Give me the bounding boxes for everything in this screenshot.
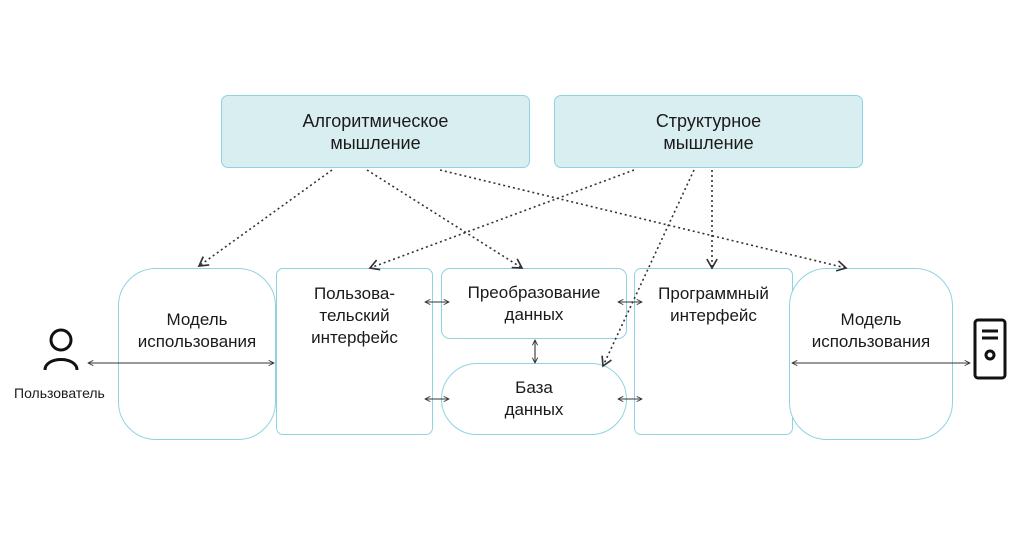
link-alg-to-data-transform — [366, 169, 524, 269]
link-alg-to-usage-left — [197, 169, 333, 267]
usage-model-left-box: Модель использования — [118, 268, 276, 440]
data-transformation-box: Преобразование данных — [441, 268, 627, 339]
program-interface-box: Программный интерфейс — [634, 268, 793, 435]
usage-model-right-box: Модель использования — [789, 268, 953, 440]
user-caption: Пользователь — [14, 385, 105, 401]
structural-thinking-box: Структурное мышление — [554, 95, 863, 168]
person-icon — [43, 328, 79, 371]
server-icon — [973, 318, 1007, 380]
link-struct-to-user-interface — [368, 169, 635, 271]
algorithmic-thinking-box: Алгоритмическое мышление — [221, 95, 530, 168]
database-box: База данных — [441, 363, 627, 435]
user-interface-box: Пользова- тельский интерфейс — [276, 268, 433, 435]
link-alg-to-usage-right — [439, 169, 848, 272]
